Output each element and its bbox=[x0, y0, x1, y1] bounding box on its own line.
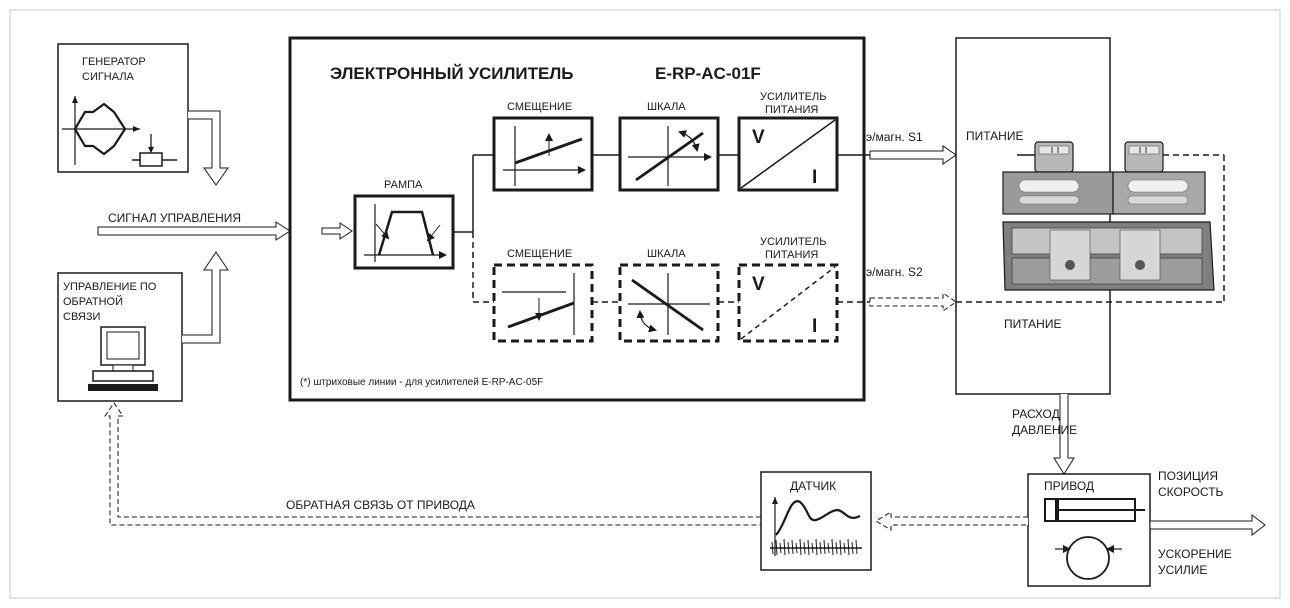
generator-output-arrow bbox=[188, 110, 229, 186]
feedback-control-label-2: ОБРАТНОЙ bbox=[63, 295, 123, 308]
valve-block bbox=[955, 37, 1111, 395]
valve-power-top: ПИТАНИЕ bbox=[966, 129, 1023, 143]
ch2-power-amp-label-1: УСИЛИТЕЛЬ bbox=[760, 236, 826, 248]
ch1-offset-block bbox=[492, 116, 594, 192]
ramp-block: РАМПА bbox=[353, 179, 455, 270]
feedback-control-block: УПРАВЛЕНИЕ ПО ОБРАТНОЙ СВЯЗИ bbox=[57, 272, 183, 402]
actuator-output-arrow bbox=[1149, 513, 1266, 537]
output-position: ПОЗИЦИЯ bbox=[1158, 469, 1218, 483]
ch2-scale-label: ШКАЛА bbox=[647, 248, 686, 260]
output-speed: СКОРОСТЬ bbox=[1158, 485, 1224, 499]
s2-label: э/магн. S2 bbox=[866, 265, 923, 279]
feedback-control-label-3: СВЯЗИ bbox=[63, 311, 100, 323]
waveform-icon bbox=[62, 96, 140, 165]
sensor-label: ДАТЧИК bbox=[790, 479, 836, 493]
cylinder-icon bbox=[1044, 498, 1145, 522]
amplifier-model: E-RP-AC-01F bbox=[655, 64, 761, 83]
actuator-block: ПРИВОД bbox=[1027, 473, 1151, 587]
output-acceleration: УСКОРЕНИЕ bbox=[1158, 547, 1232, 561]
s1-label: э/магн. S1 bbox=[866, 130, 923, 144]
ch2-power-amp-label-2: ПИТАНИЯ bbox=[765, 249, 818, 261]
ch1-i-label: I bbox=[812, 167, 817, 188]
feedback-return-line bbox=[104, 402, 761, 526]
ch2-offset-label: СМЕЩЕНИЕ bbox=[507, 248, 572, 260]
potentiometer-icon bbox=[132, 134, 177, 167]
ch2-offset-block bbox=[492, 263, 594, 343]
ch1-scale-block bbox=[618, 116, 720, 192]
ch2-power-amp-block: V I bbox=[737, 263, 839, 343]
ch2-scale-block bbox=[618, 263, 720, 343]
output-force: УСИЛИЕ bbox=[1158, 563, 1207, 577]
ch2-i-label: I bbox=[812, 316, 817, 337]
ch1-power-amp-label-2: ПИТАНИЯ bbox=[765, 104, 818, 116]
feedback-control-label-1: УПРАВЛЕНИЕ ПО bbox=[63, 281, 157, 293]
signal-generator-label-1: ГЕНЕРАТОР bbox=[82, 56, 146, 68]
computer-icon bbox=[88, 326, 158, 391]
control-signal-arrow bbox=[97, 221, 291, 241]
sensor-block: ДАТЧИК bbox=[760, 471, 872, 571]
feedback-control-output-arrow bbox=[182, 251, 229, 344]
actuator-label: ПРИВОД bbox=[1044, 479, 1094, 493]
ch2-v-label: V bbox=[752, 274, 765, 295]
outer-frame bbox=[9, 9, 1281, 599]
amplifier-title: ЭЛЕКТРОННЫЙ УСИЛИТЕЛЬ bbox=[330, 64, 573, 83]
proportional-valve-illustration bbox=[1002, 141, 1215, 291]
ch1-power-amp-label-1: УСИЛИТЕЛЬ bbox=[760, 91, 826, 103]
signal-generator-label-2: СИГНАЛА bbox=[82, 71, 135, 83]
valve-power-bottom: ПИТАНИЕ bbox=[1004, 317, 1061, 331]
s2-output-arrow bbox=[869, 292, 957, 312]
ramp-label: РАМПА bbox=[384, 179, 423, 191]
signal-generator-block: ГЕНЕРАТОР СИГНАЛА bbox=[57, 43, 189, 173]
ch1-power-amp-block: V I bbox=[737, 116, 839, 192]
ramp-input-arrow bbox=[321, 222, 353, 240]
pressure-label: ДАВЛЕНИЕ bbox=[1012, 423, 1077, 437]
feedback-line-label: ОБРАТНАЯ СВЯЗЬ ОТ ПРИВОДА bbox=[286, 498, 475, 512]
control-signal-label: СИГНАЛ УПРАВЛЕНИЯ bbox=[108, 211, 241, 225]
s1-output-arrow bbox=[869, 145, 957, 165]
actuator-to-sensor-arrow bbox=[875, 511, 1028, 531]
ch1-scale-label: ШКАЛА bbox=[647, 101, 686, 113]
ch1-offset-label: СМЕЩЕНИЕ bbox=[507, 101, 572, 113]
ch1-v-label: V bbox=[752, 127, 765, 148]
flow-label: РАСХОД bbox=[1012, 407, 1060, 421]
motor-icon bbox=[1055, 536, 1122, 580]
amplifier-footnote: (*) штриховые линии - для усилителей E-R… bbox=[300, 377, 543, 388]
